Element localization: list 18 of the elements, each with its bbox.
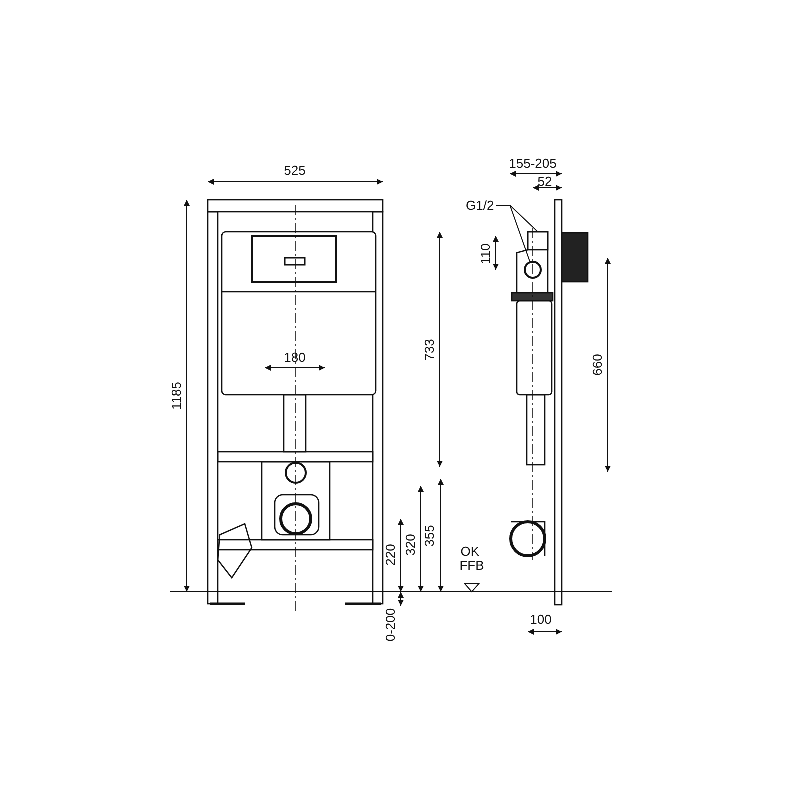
floor-level-label: OK FFB xyxy=(460,544,484,573)
dimension-label: 220 xyxy=(383,544,398,566)
dimension-label: 525 xyxy=(284,163,306,178)
dimension-label: 100 xyxy=(530,612,552,627)
dimension-label: 733 xyxy=(422,339,437,361)
thread-label: G1/2 xyxy=(466,198,494,213)
dimension-label: 155-205 xyxy=(509,156,557,171)
dimension-label: 1185 xyxy=(169,382,184,410)
valve-opening xyxy=(524,261,542,279)
dimension-label: 52 xyxy=(538,174,552,189)
dimension-label: 0-200 xyxy=(383,608,398,642)
dimension-label: 660 xyxy=(590,354,605,376)
dimension-label: 110 xyxy=(478,244,493,264)
dimension-label: 320 xyxy=(403,534,418,556)
inlet-connection xyxy=(527,231,549,251)
dimension-label: 355 xyxy=(422,525,437,547)
leader-line xyxy=(496,205,530,262)
dimension-label: 180 xyxy=(284,350,306,365)
